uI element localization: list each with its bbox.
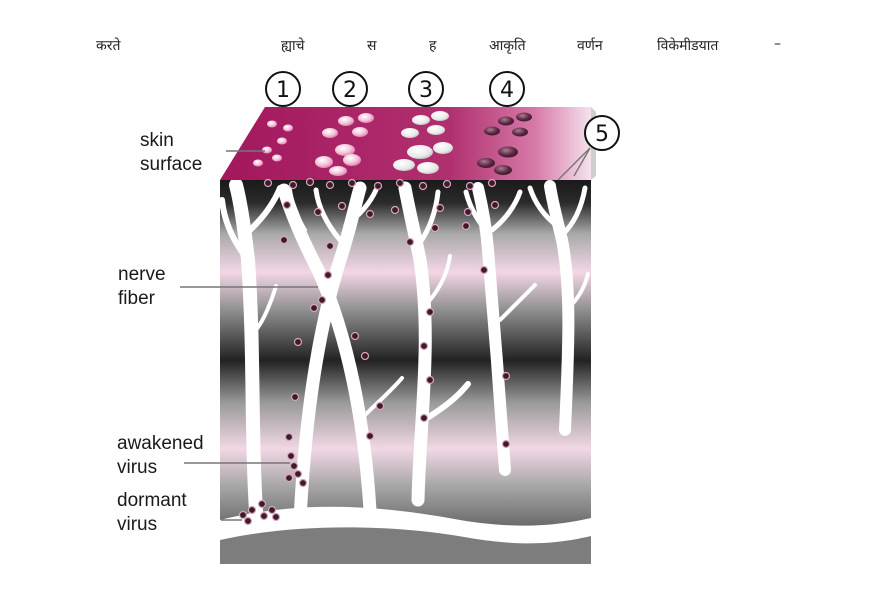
awakened-virus-label-line: awakened xyxy=(117,432,204,456)
stage-2-number: 2 xyxy=(343,78,357,103)
dormant-virus-label: dormant virus xyxy=(117,489,187,537)
stage-1-number: 1 xyxy=(276,78,290,103)
stage-5-number: 5 xyxy=(595,122,609,147)
awakened-virus-label: awakened virus xyxy=(117,432,204,480)
nerve-fiber-label-line: fiber xyxy=(118,287,166,311)
dormant-virus-label-line: dormant xyxy=(117,489,187,513)
nerve-fiber-label: nerve fiber xyxy=(118,263,166,311)
skin-surface-label-line: skin xyxy=(140,129,202,153)
skin-surface-label-line: surface xyxy=(140,153,202,177)
tissue-block xyxy=(220,180,591,564)
nerve-fiber-label-line: nerve xyxy=(118,263,166,287)
stage-3-number: 3 xyxy=(419,78,433,103)
awakened-virus-label-line: virus xyxy=(117,456,204,480)
stage-4-number: 4 xyxy=(500,78,514,103)
dormant-virus-label-line: virus xyxy=(117,513,187,537)
skin-surface-label: skin surface xyxy=(140,129,202,177)
